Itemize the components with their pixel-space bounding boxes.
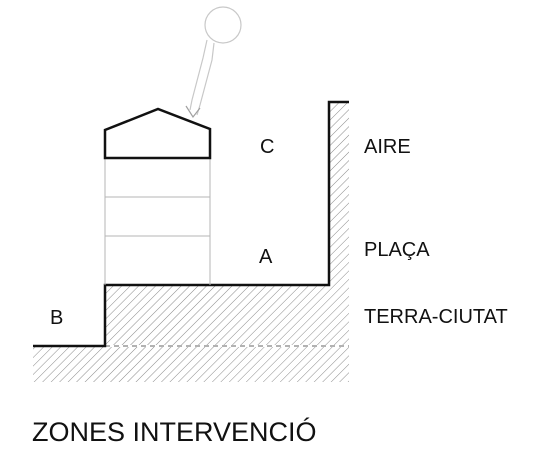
- diagram-title: ZONES INTERVENCIÓ: [32, 417, 317, 447]
- terrain-profile: [33, 100, 349, 348]
- level-label-terra-ciutat: TERRA-CIUTAT: [364, 306, 508, 328]
- level-label-aire: AIRE: [364, 136, 411, 158]
- building-floors: [104, 158, 211, 285]
- city-ground-hatch: [33, 347, 349, 382]
- ghost-head: [204, 6, 242, 44]
- level-label-placa: PLAÇA: [364, 239, 430, 261]
- retaining-wall-hatch: [329, 102, 349, 285]
- ground-hatching: [33, 102, 349, 382]
- ghost-body: [189, 39, 215, 116]
- zone-label-b: B: [50, 307, 63, 329]
- plaza-slab-hatch: [105, 285, 349, 345]
- zone-label-a: A: [259, 246, 273, 268]
- arrow-head-icon: [185, 105, 201, 119]
- roof-pavilion: [103, 107, 212, 160]
- zone-label-c: C: [260, 136, 274, 158]
- ghost-figure: [185, 6, 242, 119]
